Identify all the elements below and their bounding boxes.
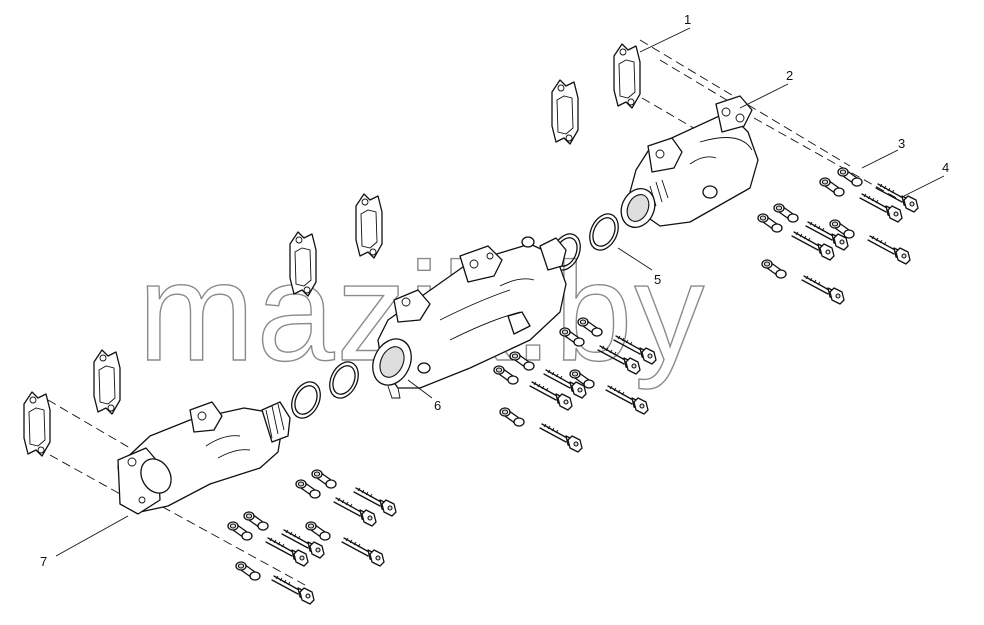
callout-3: 3 <box>898 136 905 151</box>
callout-labels: 1 2 3 4 5 6 7 <box>40 12 949 569</box>
spacer-sleeve <box>243 511 269 531</box>
spacer-sleeve <box>499 407 525 427</box>
flange-bolt <box>341 537 385 567</box>
spacer-sleeve <box>295 479 321 499</box>
flange-bolt <box>867 235 911 265</box>
spacer-sleeve <box>305 521 331 541</box>
spacer-sleeve <box>757 213 783 233</box>
flange-bolt <box>265 537 309 567</box>
spacer-sleeve <box>235 561 261 581</box>
spacer-sleeve <box>227 521 253 541</box>
spacer-sleeve <box>761 259 787 279</box>
gasket-mid-right <box>355 193 383 259</box>
flange-bolt <box>333 497 377 527</box>
callout-1: 1 <box>684 12 691 27</box>
callout-4: 4 <box>942 160 949 175</box>
leader-lines <box>55 27 945 557</box>
spacer-sleeve <box>819 177 845 197</box>
flange-bolt <box>605 385 649 415</box>
spacer-sleeve <box>773 203 799 223</box>
flange-bolt <box>539 423 583 453</box>
flange-bolt <box>271 575 315 605</box>
gasket-front-upper <box>93 349 121 415</box>
rear-manifold-section <box>620 95 759 228</box>
callout-7: 7 <box>40 554 47 569</box>
flange-bolt <box>791 231 835 261</box>
gasket-mid-left <box>289 231 317 297</box>
gasket-front <box>23 391 51 457</box>
front-manifold-section <box>117 401 291 515</box>
gasket-upper-mid <box>551 79 579 145</box>
flange-bolt <box>801 275 845 305</box>
callout-5: 5 <box>654 272 661 287</box>
gasket-rear <box>613 43 641 109</box>
callout-2: 2 <box>786 68 793 83</box>
middle-manifold-section <box>372 236 567 399</box>
callout-6: 6 <box>434 398 441 413</box>
spacer-sleeve <box>311 469 337 489</box>
